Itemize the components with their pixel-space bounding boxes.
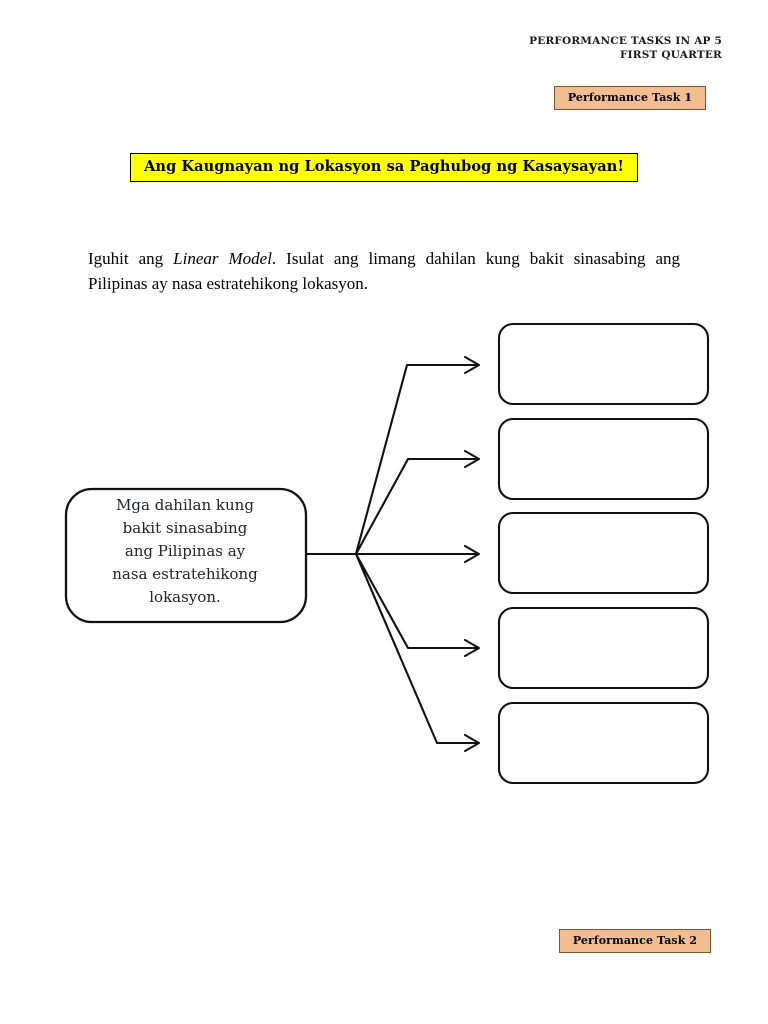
source-box-line: ang Pilipinas ay: [124, 542, 246, 560]
arrow-connector-4: [354, 552, 479, 650]
source-box-line: Mga dahilan kung: [116, 496, 254, 514]
performance-task-2-badge: Performance Task 2: [559, 929, 711, 953]
arrow-head-3: [463, 544, 481, 564]
answer-box-5: [497, 701, 710, 785]
source-box-label: Mga dahilan kung bakit sinasabing ang Pi…: [78, 494, 292, 609]
instruction-emphasis: Linear Model: [173, 249, 272, 268]
answer-box-3: [497, 511, 710, 595]
instruction-paragraph: Iguhit ang Linear Model. Isulat ang lima…: [88, 246, 680, 296]
source-box-line: bakit sinasabing: [122, 519, 248, 537]
activity-title-banner: Ang Kaugnayan ng Lokasyon sa Paghubog ng…: [130, 153, 638, 182]
performance-task-1-badge: Performance Task 1: [554, 86, 706, 110]
arrow-head-4: [463, 638, 481, 658]
arrow-connector-5: [354, 552, 479, 745]
arrow-connector-1: [354, 363, 479, 556]
arrow-head-5: [463, 733, 481, 753]
answer-box-1: [497, 322, 710, 406]
arrow-head-2: [463, 449, 481, 469]
arrow-connector-2: [354, 457, 479, 556]
header-line-quarter: FIRST QUARTER: [620, 49, 722, 61]
instruction-text-before: Iguhit ang: [88, 249, 174, 268]
source-box-line: lokasyon.: [149, 588, 221, 606]
source-box-line: nasa estratehikong: [112, 565, 258, 583]
arrow-head-1: [463, 355, 481, 375]
instruction-text-after: . Isulat ang limang dahilan kung bakit s…: [88, 249, 680, 293]
header-line-title: PERFORMANCE TASKS IN AP 5: [529, 35, 722, 47]
answer-box-2: [497, 417, 710, 501]
answer-box-4: [497, 606, 710, 690]
document-header: PERFORMANCE TASKS IN AP 5 FIRST QUARTER: [0, 34, 722, 62]
